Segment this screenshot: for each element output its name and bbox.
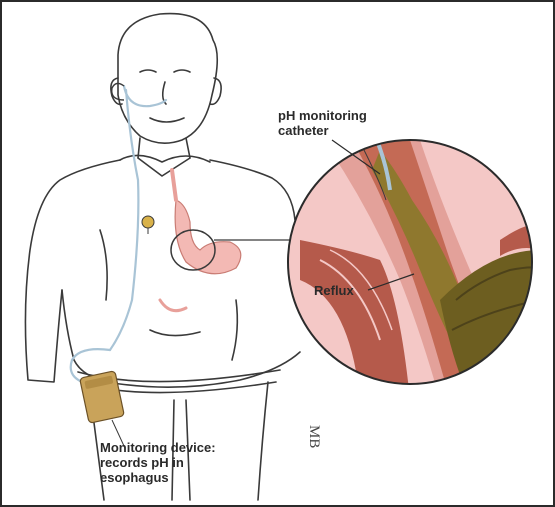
patient-head: [118, 14, 217, 144]
ph-catheter-label: pH monitoring catheter: [278, 108, 367, 138]
reflux-label: Reflux: [314, 283, 354, 298]
catheter-tube: [110, 86, 166, 350]
stomach-drawing: [175, 200, 241, 274]
magnified-esophagus-view: [288, 128, 540, 400]
ph-sensor-icon: [142, 216, 154, 228]
monitoring-device-label: Monitoring device: records pH in esophag…: [100, 440, 216, 485]
patient-figure: [25, 14, 300, 500]
artist-signature: MB: [307, 425, 321, 448]
